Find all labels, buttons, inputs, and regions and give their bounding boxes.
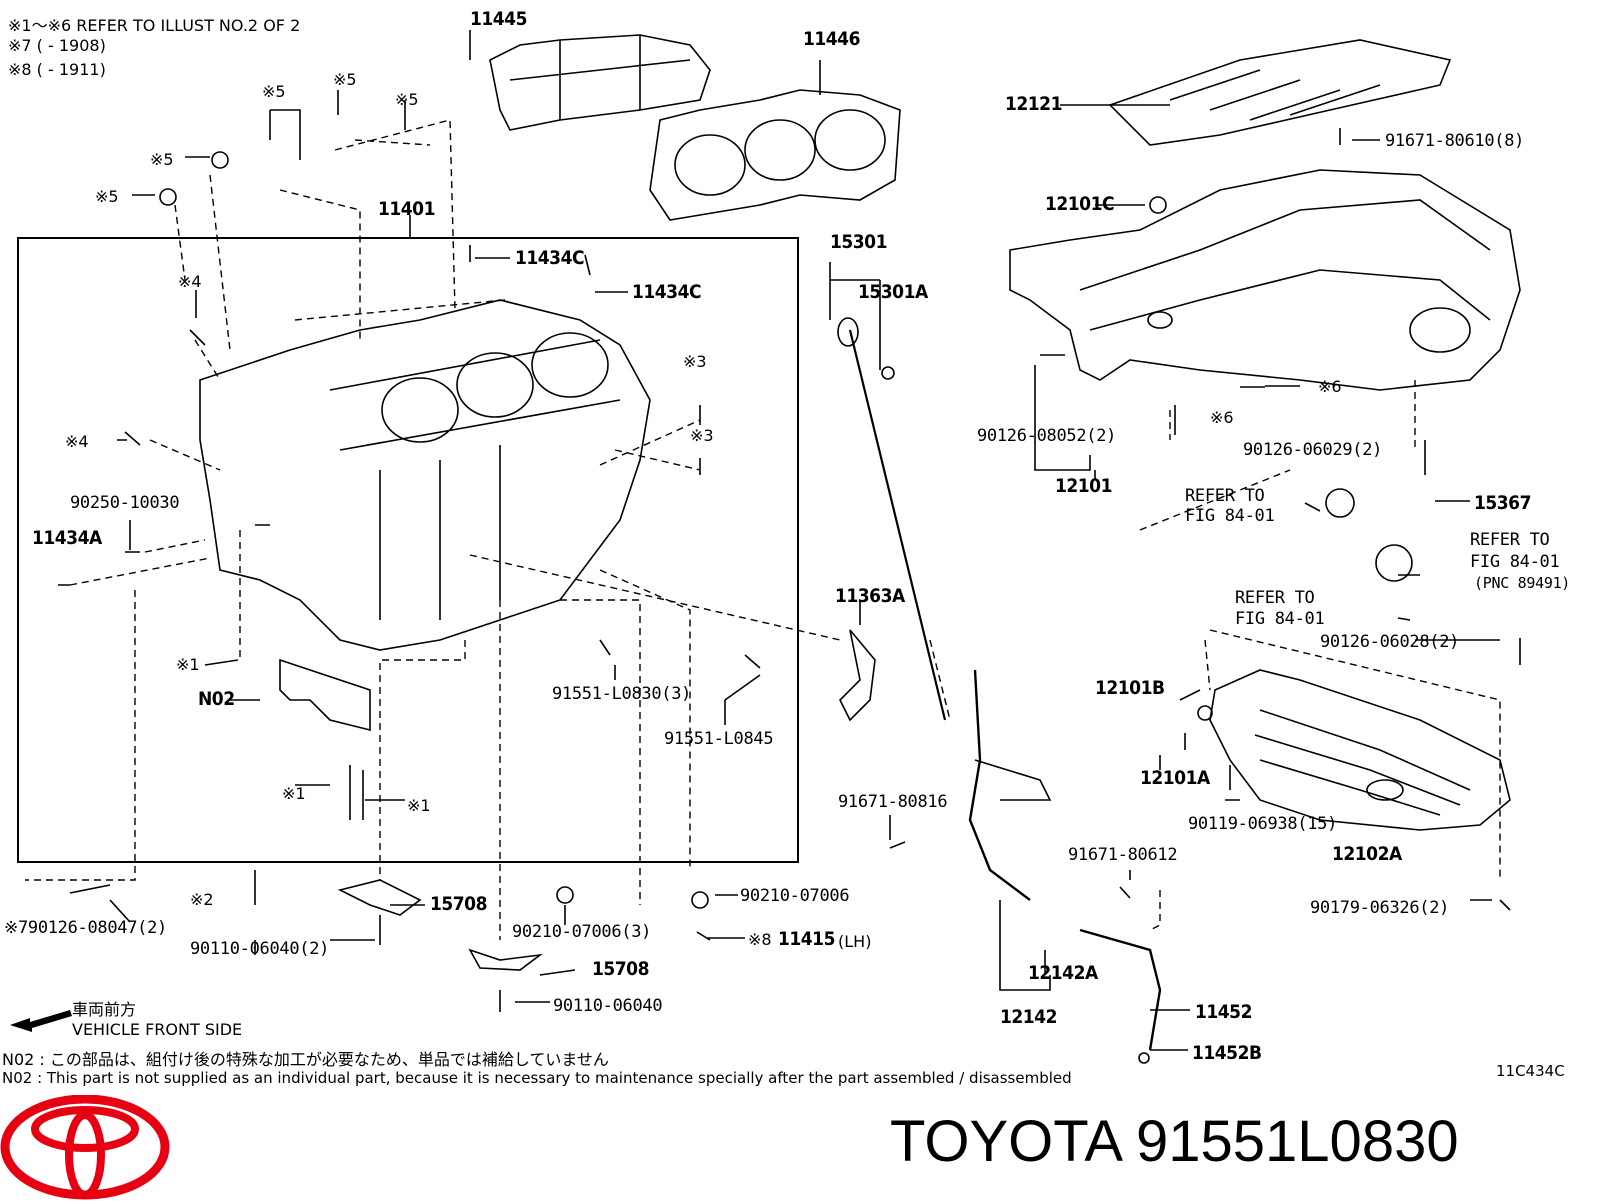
mark-6a: ※6 [1318, 377, 1342, 396]
label-15367: 15367 [1474, 492, 1531, 514]
refer-fig-2b: FIG 84-01 [1470, 552, 1560, 572]
part-15301 [848, 329, 947, 721]
label-12101A: 12101A [1140, 767, 1210, 789]
label-90110-06040: 90110-06040 [553, 996, 663, 1016]
label-11434A: 11434A [32, 527, 102, 549]
label-91551-L0830: 91551-L0830(3) [552, 684, 692, 704]
label-90210-07006-3: 90210-07006(3) [512, 922, 652, 942]
note-8: ※8 ( - 1911) [8, 60, 106, 79]
label-11401: 11401 [378, 198, 435, 220]
label-12142: 12142 [1000, 1006, 1057, 1028]
part-12121 [1108, 39, 1452, 146]
n02-note-jp: N02 : この部品は、組付け後の特殊な加工が必要なため、単品では補給していませ… [2, 1050, 609, 1069]
label-11415: 11415 [778, 928, 835, 950]
mark-6b: ※6 [1210, 408, 1234, 427]
mark-5e: ※5 [95, 187, 119, 206]
note-7: ※7 ( - 1908) [8, 36, 106, 55]
label-90119-06938: 90119-06938(15) [1188, 814, 1338, 834]
label-11415-lh: (LH) [838, 932, 872, 951]
label-90110-06040-2: 90110-06040(2) [190, 939, 330, 959]
label-12101B: 12101B [1095, 677, 1165, 699]
part-15708-2 [468, 948, 543, 971]
label-91551-L0845: 91551-L0845 [664, 729, 774, 749]
mark-1b: ※1 [282, 784, 306, 803]
front-en: VEHICLE FRONT SIDE [72, 1020, 243, 1039]
front-arrow-icon [10, 1010, 72, 1032]
n02-note-en: N02 : This part is not supplied as an in… [2, 1069, 1072, 1087]
label-12101C: 12101C [1045, 193, 1115, 215]
mark-8: ※8 [748, 930, 772, 949]
part-11363A [839, 629, 876, 722]
label-15301A: 15301A [858, 281, 928, 303]
label-90126-08047: ※790126-08047(2) [4, 918, 167, 938]
mark-1c: ※1 [407, 796, 431, 815]
note-refer: ※1～※6 REFER TO ILLUST NO.2 OF 2 [8, 16, 301, 35]
label-91671-80610: 91671-80610(8) [1385, 131, 1525, 151]
label-90179-06326: 90179-06326(2) [1310, 898, 1450, 918]
label-11363A: 11363A [835, 585, 905, 607]
label-11434C-2: 11434C [632, 281, 702, 303]
label-91671-80612: 91671-80612 [1068, 845, 1178, 865]
cylinder-block [199, 299, 651, 651]
label-N02: N02 [198, 688, 235, 710]
label-11446: 11446 [803, 28, 860, 50]
label-90210-07006: 90210-07006 [740, 886, 850, 906]
block-frame [17, 237, 799, 863]
part-15708-1 [337, 879, 422, 916]
label-12121: 12121 [1005, 93, 1062, 115]
label-11445: 11445 [470, 8, 527, 30]
label-15708-2: 15708 [592, 958, 649, 980]
mark-4a: ※4 [178, 272, 202, 291]
mark-5c: ※5 [395, 90, 419, 109]
label-11434C-1: 11434C [515, 247, 585, 269]
label-15301: 15301 [830, 231, 887, 253]
refer-fig-3: REFER TO [1235, 588, 1315, 608]
label-91671-80816: 91671-80816 [838, 792, 948, 812]
refer-fig-2c: (PNC 89491) [1474, 574, 1571, 592]
label-90250-10030: 90250-10030 [70, 493, 180, 513]
part-11446 [649, 89, 901, 221]
refer-fig-1b: FIG 84-01 [1185, 506, 1275, 526]
mark-1a: ※1 [176, 655, 200, 674]
label-11452: 11452 [1195, 1001, 1252, 1023]
mark-5d: ※5 [150, 150, 174, 169]
part-12101 [1009, 169, 1521, 391]
label-90126-06029: 90126-06029(2) [1243, 440, 1383, 460]
refer-fig-1: REFER TO [1185, 486, 1265, 506]
label-90126-06028: 90126-06028(2) [1320, 632, 1460, 652]
front-jp: 車両前方 [72, 1000, 137, 1019]
label-90126-08052: 90126-08052(2) [977, 426, 1117, 446]
mark-4b: ※4 [65, 432, 89, 451]
mark-3b: ※3 [690, 426, 714, 445]
mark-5b: ※5 [333, 70, 357, 89]
label-12142A: 12142A [1028, 962, 1098, 984]
diagram-code: 11C434C [1496, 1062, 1565, 1080]
part-12102A [1209, 669, 1511, 831]
refer-fig-3b: FIG 84-01 [1235, 609, 1325, 629]
part-11445 [489, 34, 711, 131]
part-title: TOYOTA 91551L0830 [890, 1109, 1459, 1174]
label-12101: 12101 [1055, 475, 1112, 497]
part-11452 [1079, 928, 1162, 1051]
label-12102A: 12102A [1332, 843, 1402, 865]
toyota-logo-icon [0, 1095, 170, 1200]
part-N02 [279, 658, 371, 732]
mark-3a: ※3 [683, 352, 707, 371]
label-15708-1: 15708 [430, 893, 487, 915]
mark-2: ※2 [190, 890, 214, 909]
label-11452B: 11452B [1192, 1042, 1262, 1064]
refer-fig-2: REFER TO [1470, 530, 1550, 550]
mark-5a: ※5 [262, 82, 286, 101]
part-12142 [968, 669, 1031, 901]
